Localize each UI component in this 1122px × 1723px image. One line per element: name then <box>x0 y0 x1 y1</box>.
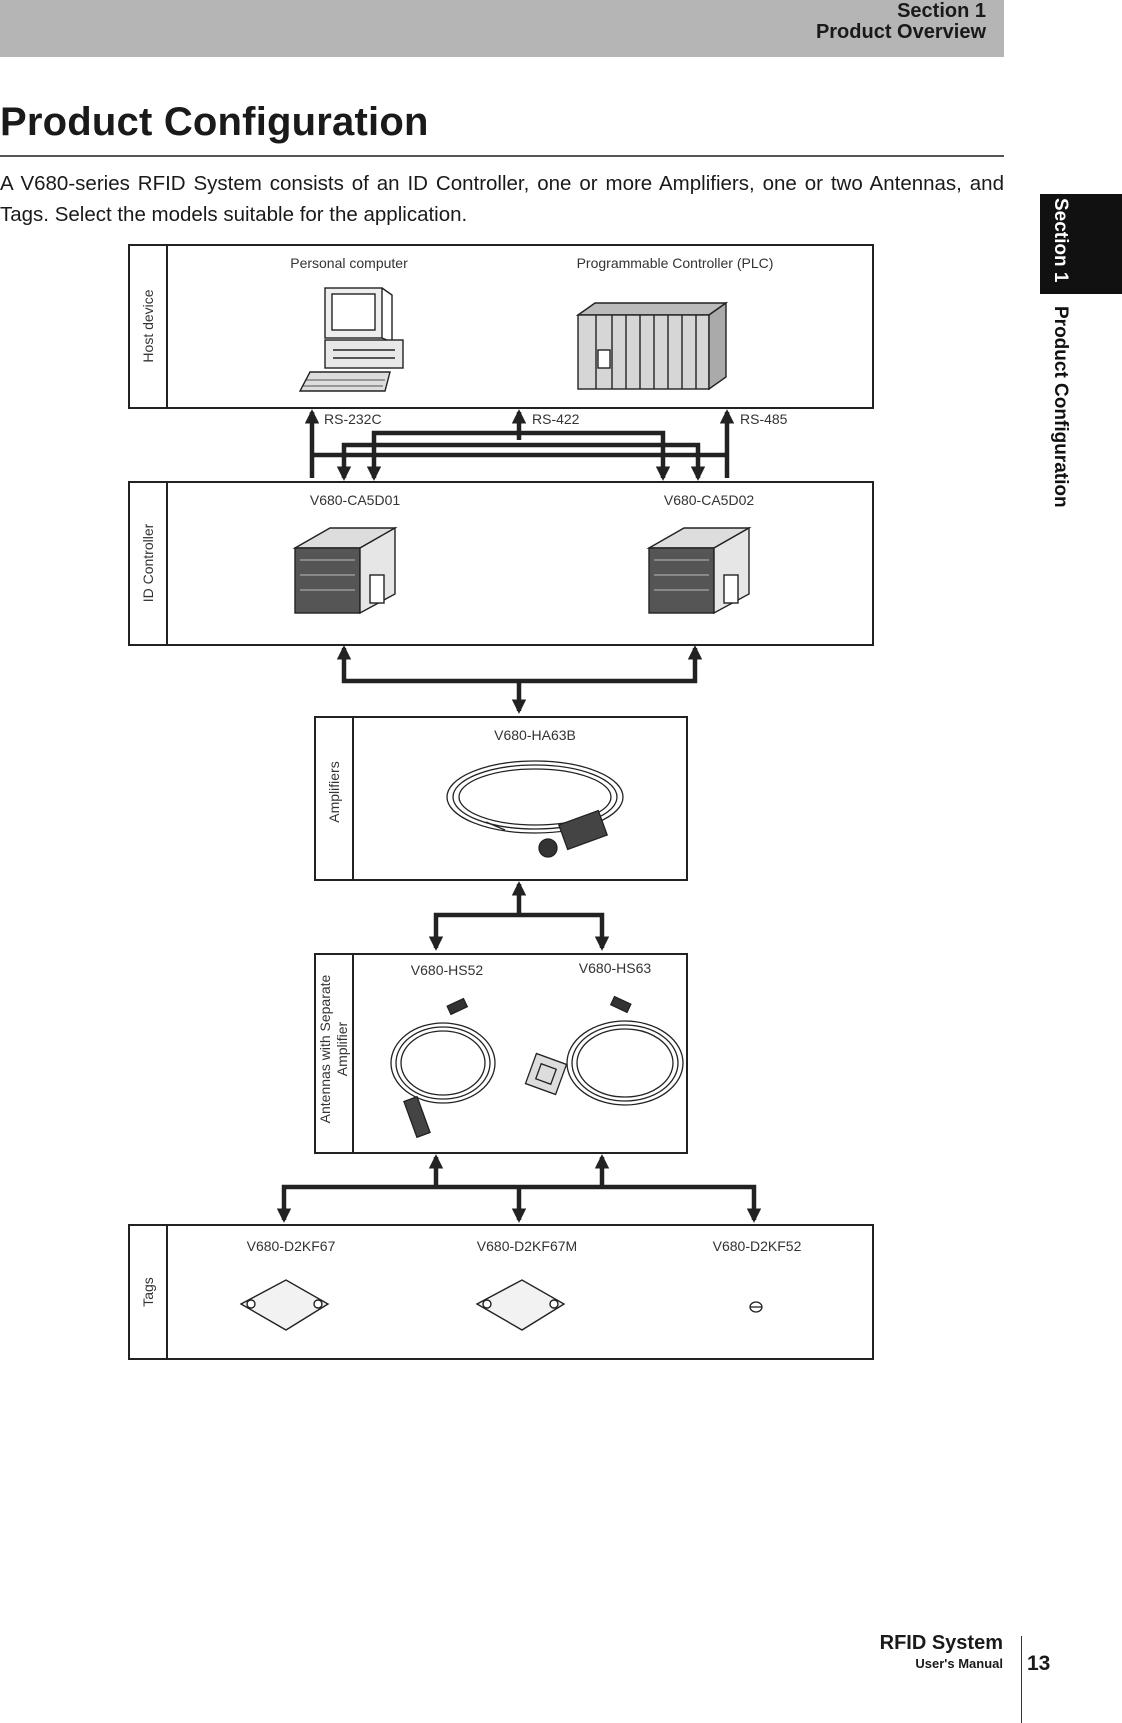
rs422-label: RS-422 <box>532 411 580 427</box>
header-bar <box>0 0 1004 57</box>
footer-divider <box>1021 1636 1022 1723</box>
tag-1-icon <box>239 1279 330 1331</box>
rs485-label: RS-485 <box>740 411 788 427</box>
title-rule <box>0 155 1004 157</box>
controller-1-icon <box>292 526 398 615</box>
antenna-hs52-label: V680-HS52 <box>411 962 484 978</box>
tags-box: Tags V680-D2KF67 V680-D2KF67M V680-D2KF5… <box>128 1224 874 1360</box>
header-chapter: Product Overview <box>815 21 986 43</box>
antenna-tag-connection <box>276 1154 762 1223</box>
antennas-box: Antennas with Separate Amplifier V680-HS… <box>314 953 688 1154</box>
id-controller-label: ID Controller <box>140 523 156 602</box>
amplifier-icon <box>446 760 624 858</box>
page-title: Product Configuration <box>0 100 429 144</box>
host-device-box: Host device Personal computer Programmab… <box>128 244 874 409</box>
host-device-label: Host device <box>140 289 156 362</box>
tags-label: Tags <box>140 1277 156 1307</box>
amplifier-antenna-connection <box>428 881 610 951</box>
controller-amplifier-connection <box>336 645 703 714</box>
footer-manual: User's Manual <box>915 1656 1003 1671</box>
tag-2-icon <box>475 1279 566 1331</box>
footer-product: RFID System <box>879 1632 1003 1654</box>
amplifiers-box: Amplifiers V680-HA63B <box>314 716 688 881</box>
tag-3-label: V680-D2KF52 <box>713 1238 802 1254</box>
tag-2-label: V680-D2KF67M <box>477 1238 577 1254</box>
antenna-hs63-label: V680-HS63 <box>579 960 652 976</box>
controller-1-label: V680-CA5D01 <box>310 492 400 508</box>
personal-computer-icon <box>298 287 404 392</box>
plc-icon <box>575 301 729 391</box>
section-tab-title: Product Configuration <box>1050 306 1071 508</box>
section-tab-label: Section 1 <box>1050 198 1071 283</box>
id-controller-box: ID Controller V680-CA5D01 V680-CA5D02 <box>128 481 874 646</box>
host-controller-connections <box>304 409 735 481</box>
tag-1-label: V680-D2KF67 <box>247 1238 336 1254</box>
controller-2-icon <box>646 526 752 615</box>
antenna-hs52-icon <box>390 997 496 1139</box>
amplifier-model-label: V680-HA63B <box>494 727 576 743</box>
plc-label: Programmable Controller (PLC) <box>577 255 774 271</box>
controller-2-label: V680-CA5D02 <box>664 492 754 508</box>
antennas-label-line2: Amplifier <box>334 1021 350 1076</box>
antennas-label-line1: Antennas with Separate <box>317 974 333 1123</box>
amplifiers-label: Amplifiers <box>326 761 342 822</box>
personal-computer-label: Personal computer <box>290 255 408 271</box>
intro-paragraph: A V680-series RFID System consists of an… <box>0 172 1004 226</box>
rs232c-label: RS-232C <box>324 411 382 427</box>
page-number: 13 <box>1027 1652 1051 1675</box>
antenna-hs63-icon <box>524 995 684 1106</box>
tag-3-icon <box>749 1301 763 1313</box>
section-tab <box>1040 194 1122 294</box>
header-section: Section 1 <box>897 0 986 22</box>
